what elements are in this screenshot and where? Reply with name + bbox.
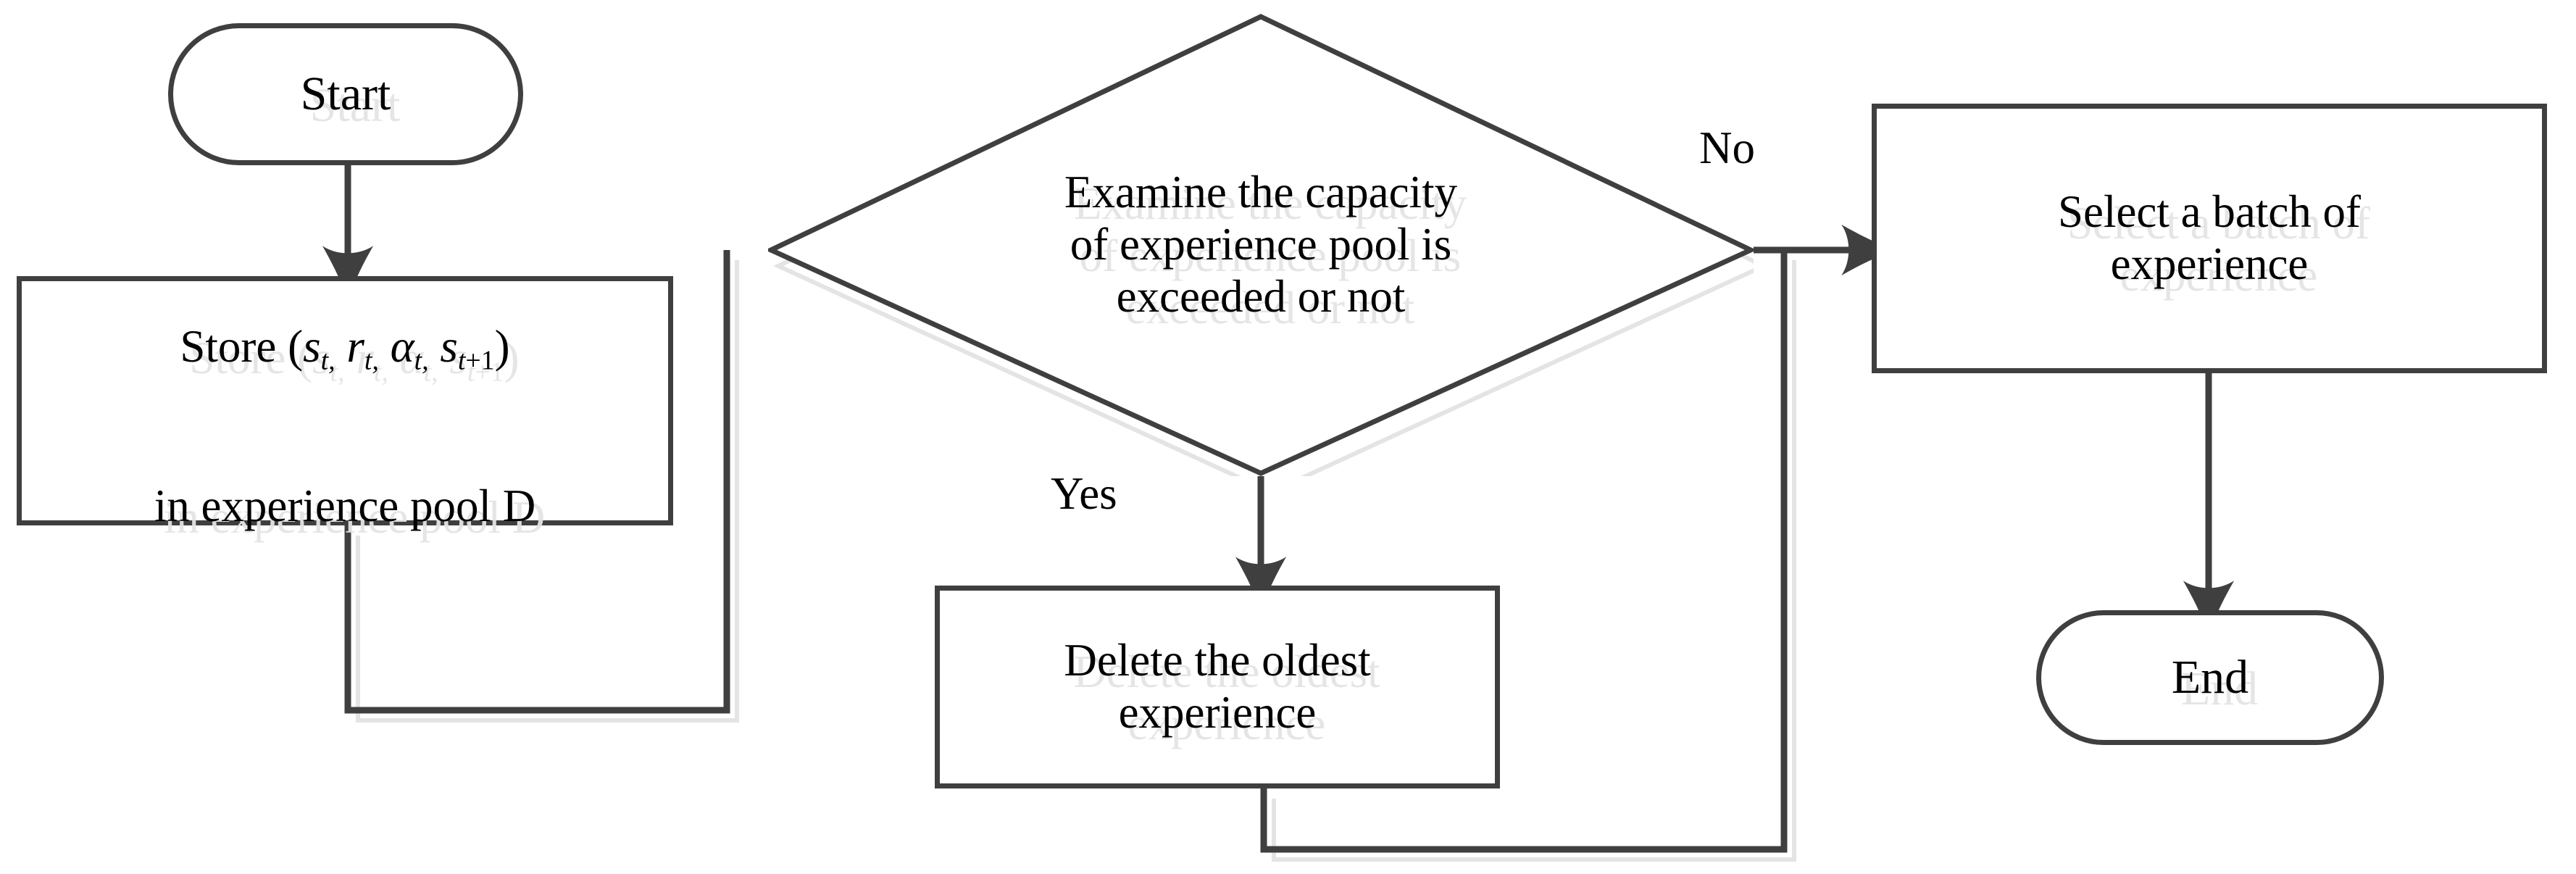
tuple-reward-symbol: r (346, 320, 364, 372)
node-end[interactable]: End (2036, 610, 2389, 750)
tuple-sep-2 (379, 321, 391, 372)
tuple-state-symbol: s (303, 320, 321, 372)
node-select-label: Select a batch of experience (2057, 186, 2362, 289)
node-end-label: End (2171, 651, 2249, 704)
tuple-sep-3 (429, 321, 441, 372)
node-delete[interactable]: Delete the oldest experience (935, 586, 1505, 794)
tuple-action-symbol: α (390, 320, 414, 372)
edge-store-to-decision (344, 250, 730, 714)
tuple-action-subscript: t, (414, 345, 429, 376)
edge-label-no: No (1699, 122, 1755, 173)
tuple-state-subscript: t, (320, 345, 335, 376)
decision-diamond-outline (768, 14, 1754, 476)
node-store-label: Store (st, rt, αt, st+1) in experience p… (154, 269, 536, 533)
node-store[interactable]: Store (st, rt, αt, st+1) in experience p… (17, 276, 678, 531)
node-decision-label: Examine the capacity of experience pool … (1064, 167, 1458, 322)
node-start[interactable]: Start (168, 23, 528, 170)
node-decision[interactable]: Examine the capacity of experience pool … (768, 14, 1754, 476)
edge-label-yes: Yes (1051, 468, 1117, 519)
tuple-nextstate-symbol: s (440, 320, 458, 372)
node-delete-label: Delete the oldest experience (1064, 635, 1371, 738)
store-line-2: in experience pool D (154, 480, 536, 532)
store-paren-close: ) (494, 320, 510, 372)
store-line-1: Store (st, rt, αt, st+1) (180, 320, 510, 376)
edge-delete-back-to-select-line (1260, 250, 1788, 853)
tuple-reward-subscript: t, (364, 345, 379, 376)
node-select[interactable]: Select a batch of experience (1872, 104, 2552, 378)
tuple-sep-1 (335, 321, 347, 372)
node-start-label: Start (300, 67, 391, 121)
tuple-nextstate-subscript: t+1 (457, 345, 495, 376)
decision-diamond-shape (768, 14, 1754, 476)
